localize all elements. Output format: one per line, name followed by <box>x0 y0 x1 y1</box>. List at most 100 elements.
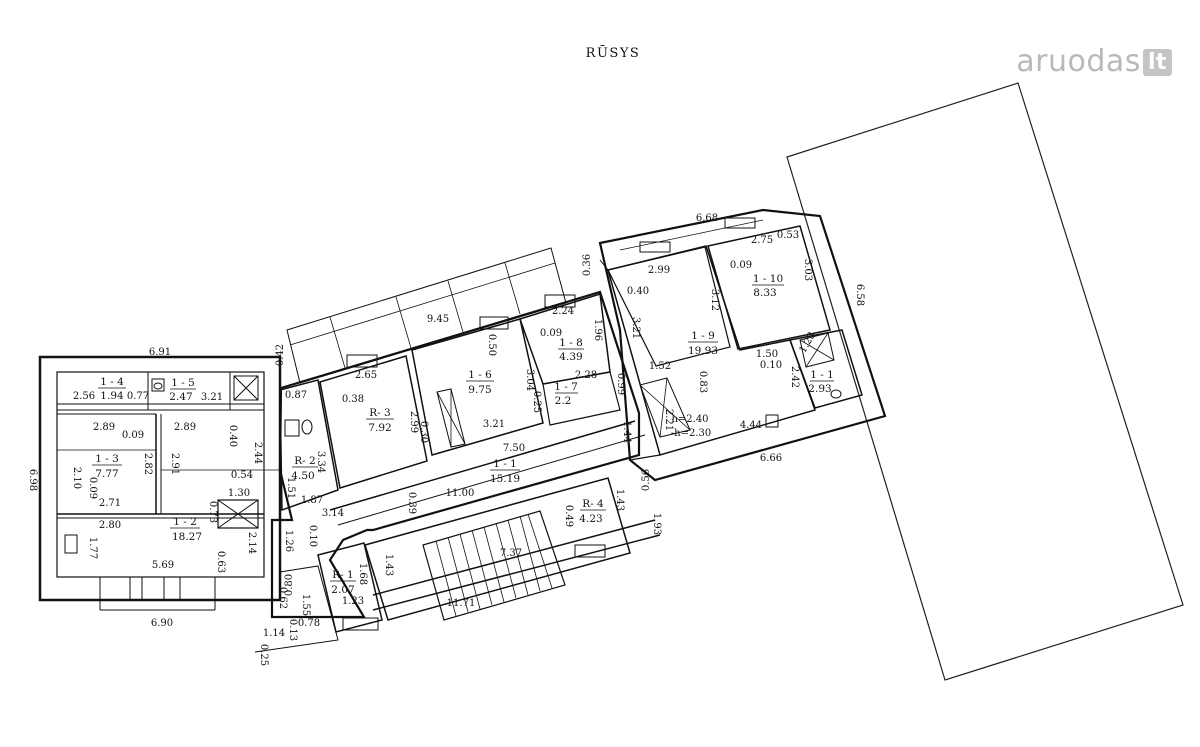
dimension-label: 0.39 <box>406 492 417 514</box>
dimension-label: 2.14 <box>246 532 257 554</box>
dimension-label: 3.04 <box>524 369 535 391</box>
dimension-label: 2.89 <box>174 422 196 433</box>
dimension-label: 1.23 <box>798 330 819 355</box>
dimension-label: 2.56 <box>73 391 95 402</box>
svg-text:1 - 7: 1 - 7 <box>554 381 578 393</box>
room-R-4: R- 4 4.23 <box>579 498 606 525</box>
svg-text:2.07: 2.07 <box>331 584 354 596</box>
dimension-label: 0.56 <box>641 469 652 491</box>
room-R-3: R- 3 7.92 <box>366 407 394 434</box>
dimension-label: 3.03 <box>802 259 813 281</box>
room-labels: 1 - 1 15.19 1 - 2 18.27 1 - 3 7.77 1 - 4… <box>92 273 834 596</box>
dimension-label: 1.87 <box>301 495 323 506</box>
svg-text:1 - 6: 1 - 6 <box>468 369 492 381</box>
dimension-label: 2.82 <box>142 453 153 475</box>
dimension-label: 0.09 <box>540 328 562 339</box>
dimension-label: 0.78 <box>298 618 320 629</box>
dimension-label: 0.42 <box>275 344 286 366</box>
svg-text:1 - 1: 1 - 1 <box>810 369 834 381</box>
room-1-1: 1 - 1 15.19 <box>490 458 520 485</box>
room-1-9: 1 - 9 19.93 <box>688 330 718 357</box>
dimension-label: 2.99 <box>648 265 670 276</box>
svg-text:1 - 3: 1 - 3 <box>95 453 119 465</box>
ceiling-height-label-2: -h=2.30 <box>671 428 711 439</box>
dimension-label: 0.73 <box>207 501 218 523</box>
dimension-label: 2.21 <box>663 409 674 431</box>
dimension-label: 1.51 <box>285 477 296 499</box>
dimension-label: 0.49 <box>563 505 574 527</box>
dimension-label: 3.12 <box>709 289 720 311</box>
svg-text:R- 3: R- 3 <box>369 407 390 419</box>
dimension-label: 2.89 <box>93 422 115 433</box>
room-1-3: 1 - 3 7.77 <box>92 453 122 480</box>
dimension-label: 2.91 <box>169 453 180 475</box>
svg-text:9.75: 9.75 <box>468 384 491 396</box>
dimension-label: 1.43 <box>383 554 394 576</box>
dimension-label: 0.30 <box>418 421 429 443</box>
dimension-label: 1.50 <box>756 349 778 360</box>
dimension-labels: 6.91 6.98 6.90 2.56 0.77 3.21 2.89 2.89 … <box>27 213 865 666</box>
dimension-label: 0.63 <box>215 551 226 573</box>
dimension-label: 1.26 <box>283 530 294 552</box>
dimension-label: 1.93 <box>651 513 662 535</box>
dimension-label: 0.25 <box>531 391 542 413</box>
dimension-label: 0.09 <box>87 477 98 499</box>
svg-text:8.33: 8.33 <box>753 287 776 299</box>
svg-text:18.27: 18.27 <box>172 531 202 543</box>
svg-text:7.77: 7.77 <box>95 468 118 480</box>
dimension-label: 2.71 <box>99 498 121 509</box>
dimension-label: 2.44 <box>252 442 263 464</box>
svg-text:1 - 4: 1 - 4 <box>100 376 124 388</box>
central-block <box>254 247 661 653</box>
left-block <box>38 355 282 611</box>
plan-title: RŪSYS <box>586 45 641 61</box>
dimension-label: 2.10 <box>71 467 82 489</box>
room-1-2: 1 - 2 18.27 <box>170 516 202 543</box>
adjacent-plot-outline <box>786 82 1184 681</box>
watermark-logo: aruodas lt <box>1016 44 1172 79</box>
dimension-label: 1.68 <box>357 563 368 585</box>
dimension-label: 2.28 <box>575 370 597 381</box>
dimension-label: 6.58 <box>854 284 865 306</box>
dimension-label: 1.43 <box>614 489 625 511</box>
dimension-label: 1.55 <box>300 594 311 616</box>
svg-text:2.47: 2.47 <box>169 391 192 403</box>
dimension-label: 2.24 <box>552 306 574 317</box>
dimension-label: 11.71 <box>447 598 476 609</box>
room-1-11: 1 - 1 2.93 <box>808 369 834 395</box>
watermark-name: aruodas <box>1016 44 1141 79</box>
ceiling-height-label: h=2.40 <box>671 414 708 425</box>
svg-text:4.23: 4.23 <box>579 513 602 525</box>
room-1-6: 1 - 6 9.75 <box>466 369 494 396</box>
dimension-label: 3.21 <box>483 419 505 430</box>
svg-text:1 - 8: 1 - 8 <box>559 337 583 349</box>
svg-text:R- 4: R- 4 <box>582 498 604 510</box>
svg-text:1 - 5: 1 - 5 <box>171 377 195 389</box>
svg-text:1 - 10: 1 - 10 <box>753 273 783 285</box>
dimension-label: 3.21 <box>630 317 641 339</box>
dimension-label: 0.80 <box>284 574 295 596</box>
dimension-label: 0.62 <box>277 587 288 609</box>
svg-text:1 - 9: 1 - 9 <box>691 330 715 342</box>
dimension-label: 0.09 <box>730 260 752 271</box>
dimension-label: 0.87 <box>285 390 307 401</box>
svg-text:2.93: 2.93 <box>808 383 831 395</box>
dimension-label: 6.66 <box>760 453 782 464</box>
dimension-label: 0.40 <box>627 286 649 297</box>
dimension-label: 6.68 <box>696 213 718 224</box>
dimension-label: 0.53 <box>777 230 799 241</box>
dimension-label: 0.50 <box>486 334 497 356</box>
dimension-label: 3.34 <box>315 451 326 473</box>
svg-text:4.39: 4.39 <box>559 351 582 363</box>
dimension-label: 2.65 <box>355 370 377 381</box>
dimension-label: 7.37 <box>500 548 522 559</box>
dimension-label: 0.09 <box>122 430 144 441</box>
dimension-label: 2.42 <box>789 366 800 388</box>
room-1-4: 1 - 4 1.94 <box>98 376 126 402</box>
dimension-label: 0.99 <box>615 373 626 395</box>
room-R-1: R- 1 2.07 <box>330 569 356 596</box>
dimension-label: 6.98 <box>27 469 38 491</box>
dimension-label: 7.50 <box>503 443 525 454</box>
